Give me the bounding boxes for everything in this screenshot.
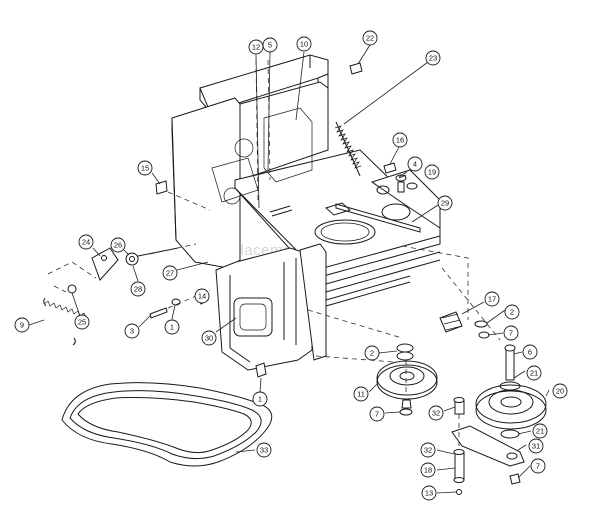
callout-4: 4 bbox=[407, 156, 423, 172]
drive-pulley-assembly bbox=[441, 267, 547, 495]
svg-text:7: 7 bbox=[509, 329, 513, 338]
svg-text:21: 21 bbox=[536, 427, 544, 436]
callout-16: 16 bbox=[392, 132, 408, 148]
svg-text:33: 33 bbox=[260, 446, 268, 455]
routing-dashes bbox=[167, 59, 403, 363]
callout-32a: 32 bbox=[428, 405, 444, 421]
svg-text:26: 26 bbox=[114, 241, 122, 250]
callout-19: 19 bbox=[424, 164, 440, 180]
svg-text:4: 4 bbox=[413, 160, 417, 169]
leader-lines bbox=[28, 44, 550, 494]
callout-32b: 32 bbox=[420, 442, 436, 458]
svg-text:9: 9 bbox=[20, 321, 24, 330]
callout-10: 10 bbox=[296, 36, 312, 52]
callout-7b: 7 bbox=[369, 406, 385, 422]
callout-7a: 7 bbox=[503, 325, 519, 341]
svg-text:5: 5 bbox=[268, 41, 272, 50]
callout-26: 26 bbox=[110, 237, 126, 253]
callout-30: 30 bbox=[201, 330, 217, 346]
svg-text:10: 10 bbox=[300, 40, 308, 49]
svg-text:7: 7 bbox=[375, 410, 379, 419]
svg-text:1: 1 bbox=[170, 323, 174, 332]
svg-text:18: 18 bbox=[424, 466, 432, 475]
callout-21b: 21 bbox=[532, 423, 548, 439]
svg-text:14: 14 bbox=[198, 292, 206, 301]
callout-1b: 1 bbox=[252, 391, 268, 407]
callout-1a: 1 bbox=[164, 319, 180, 335]
callout-21a: 21 bbox=[526, 365, 542, 381]
svg-text:32: 32 bbox=[432, 409, 440, 418]
callouts: 12 5 10 22 23 16 4 19 15 29 24 26 27 28 … bbox=[14, 30, 568, 501]
callout-13: 13 bbox=[421, 485, 437, 501]
idler-pulley-assembly bbox=[376, 245, 490, 416]
svg-text:24: 24 bbox=[82, 238, 90, 247]
svg-text:32: 32 bbox=[424, 446, 432, 455]
callout-18: 18 bbox=[420, 462, 436, 478]
svg-text:1: 1 bbox=[258, 395, 262, 404]
callout-2a: 2 bbox=[504, 304, 520, 320]
callout-12: 12 bbox=[248, 39, 264, 55]
callout-11: 11 bbox=[353, 386, 369, 402]
callout-17: 17 bbox=[484, 291, 500, 307]
svg-text:27: 27 bbox=[166, 269, 174, 278]
callout-23: 23 bbox=[425, 50, 441, 66]
svg-text:29: 29 bbox=[441, 199, 449, 208]
svg-text:30: 30 bbox=[205, 334, 213, 343]
callout-24: 24 bbox=[78, 234, 94, 250]
callout-25: 25 bbox=[74, 314, 90, 330]
svg-text:31: 31 bbox=[532, 442, 540, 451]
callout-15: 15 bbox=[137, 160, 153, 176]
callout-27: 27 bbox=[162, 265, 178, 281]
svg-text:28: 28 bbox=[134, 285, 142, 294]
svg-text:22: 22 bbox=[366, 34, 374, 43]
callout-28: 28 bbox=[130, 281, 146, 297]
callout-29: 29 bbox=[437, 195, 453, 211]
callout-31: 31 bbox=[528, 438, 544, 454]
svg-text:23: 23 bbox=[429, 54, 437, 63]
svg-text:11: 11 bbox=[357, 390, 365, 399]
svg-text:3: 3 bbox=[130, 327, 134, 336]
svg-text:6: 6 bbox=[528, 348, 532, 357]
callout-33: 33 bbox=[256, 442, 272, 458]
callout-9: 9 bbox=[14, 317, 30, 333]
main-frame bbox=[155, 54, 441, 371]
svg-text:2: 2 bbox=[370, 349, 374, 358]
callout-5: 5 bbox=[262, 37, 278, 53]
callout-14: 14 bbox=[194, 288, 210, 304]
svg-text:19: 19 bbox=[428, 168, 436, 177]
svg-text:7: 7 bbox=[536, 462, 540, 471]
svg-text:25: 25 bbox=[78, 318, 86, 327]
callout-22: 22 bbox=[362, 30, 378, 46]
drive-belt bbox=[61, 382, 273, 467]
svg-text:21: 21 bbox=[530, 369, 538, 378]
svg-text:16: 16 bbox=[396, 136, 404, 145]
callout-20: 20 bbox=[552, 383, 568, 399]
svg-text:2: 2 bbox=[510, 308, 514, 317]
svg-text:13: 13 bbox=[425, 489, 433, 498]
svg-text:12: 12 bbox=[252, 43, 260, 52]
callout-2b: 2 bbox=[364, 345, 380, 361]
svg-text:15: 15 bbox=[141, 164, 149, 173]
callout-3: 3 bbox=[124, 323, 140, 339]
callout-6: 6 bbox=[522, 344, 538, 360]
svg-text:17: 17 bbox=[488, 295, 496, 304]
svg-text:20: 20 bbox=[556, 387, 564, 396]
callout-7c: 7 bbox=[530, 458, 546, 474]
